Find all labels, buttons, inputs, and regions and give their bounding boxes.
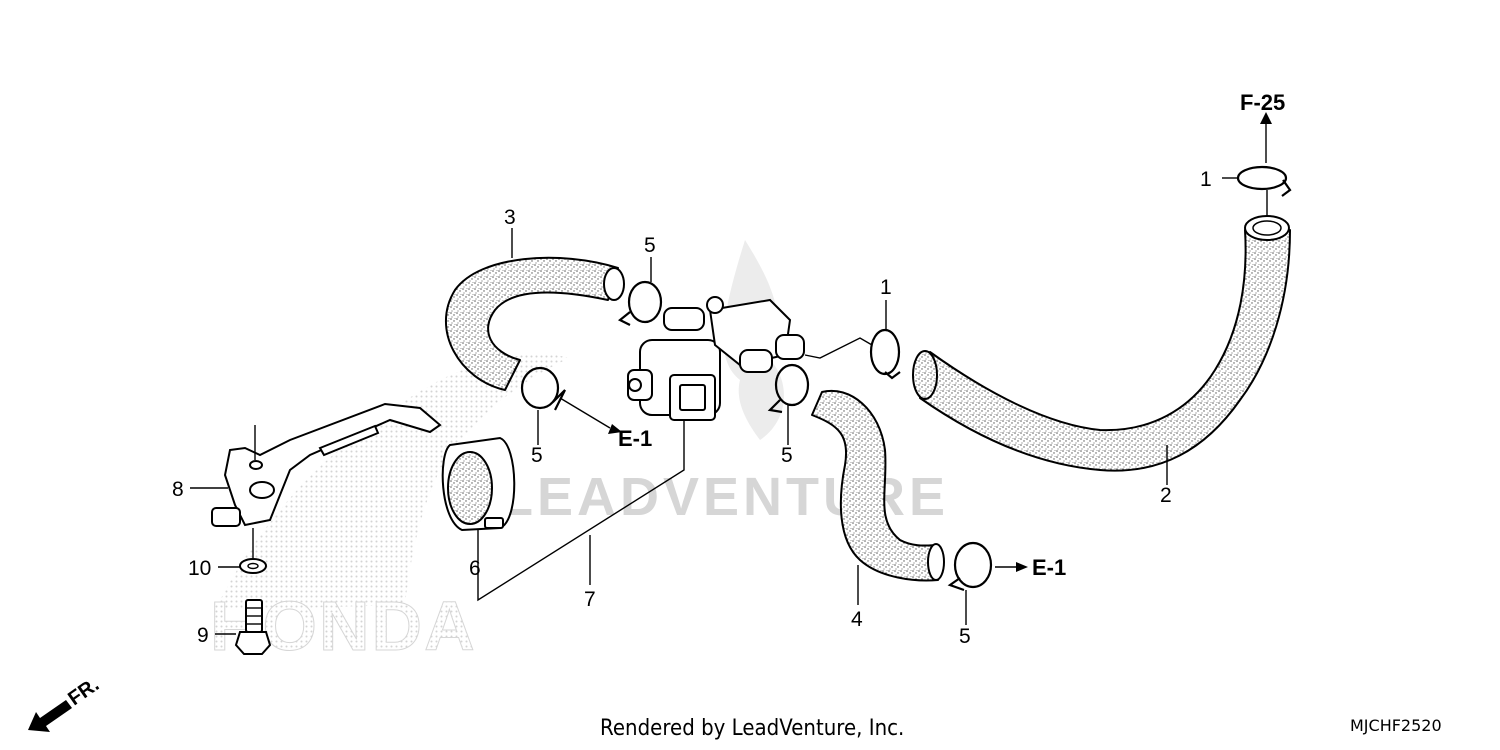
cross-references: F-25 E-1 E-1 [618, 90, 1285, 580]
clip-part-1-top [1236, 165, 1292, 197]
ref-e1-right: E-1 [1032, 555, 1066, 580]
callout-3: 3 [504, 206, 516, 229]
callout-6: 6 [469, 557, 481, 580]
hose-part-3-end [603, 267, 625, 301]
clip-part-5-d [947, 541, 993, 592]
ref-e1-left: E-1 [618, 426, 652, 451]
clip-part-5-a [617, 280, 663, 326]
ref-f25: F-25 [1240, 90, 1285, 115]
grommet-part-6 [441, 436, 516, 532]
callout-5-d: 5 [959, 625, 971, 648]
callout-1-top: 1 [1200, 168, 1212, 191]
callout-9: 9 [197, 624, 209, 647]
hose-part-2-left-end [912, 350, 938, 400]
callout-10: 10 [188, 557, 211, 580]
callout-5-a: 5 [644, 234, 656, 257]
callout-4: 4 [851, 608, 863, 631]
solenoid-valve [627, 296, 805, 421]
callout-5-b: 5 [531, 444, 543, 467]
callout-1-mid: 1 [880, 276, 892, 299]
clip-part-5-b [520, 366, 566, 411]
honda-wing-watermark [215, 354, 570, 610]
hose-part-2 [919, 229, 1291, 472]
diagram-code: MJCHF2520 [1350, 716, 1442, 735]
callout-8: 8 [172, 478, 184, 501]
clip-part-1-mid [869, 328, 901, 380]
front-label: FR. [64, 674, 103, 711]
clip-part-5-c [767, 363, 810, 414]
callout-2: 2 [1160, 484, 1172, 507]
hose-part-2-end [1244, 215, 1290, 241]
front-direction-indicator: FR. [28, 674, 103, 732]
callout-5-c: 5 [781, 444, 793, 467]
bolt-part-9 [234, 599, 272, 655]
front-arrow-icon [28, 700, 72, 732]
callouts: 1 1 2 3 4 5 5 5 5 6 7 8 9 10 [172, 168, 1212, 648]
washer-part-10 [239, 558, 267, 574]
footer-credit: Rendered by LeadVenture, Inc. [600, 716, 905, 741]
hose-part-4-end [927, 543, 945, 581]
hose-part-3 [444, 256, 619, 391]
watermark: LEADVENTURE HONDA [210, 240, 945, 666]
hose-part-2-end-inner [1252, 220, 1282, 236]
washer-part-10-hole [247, 562, 259, 570]
leader-lines [190, 112, 1272, 635]
bracket-part-8 [211, 402, 442, 527]
callout-7: 7 [584, 588, 596, 611]
